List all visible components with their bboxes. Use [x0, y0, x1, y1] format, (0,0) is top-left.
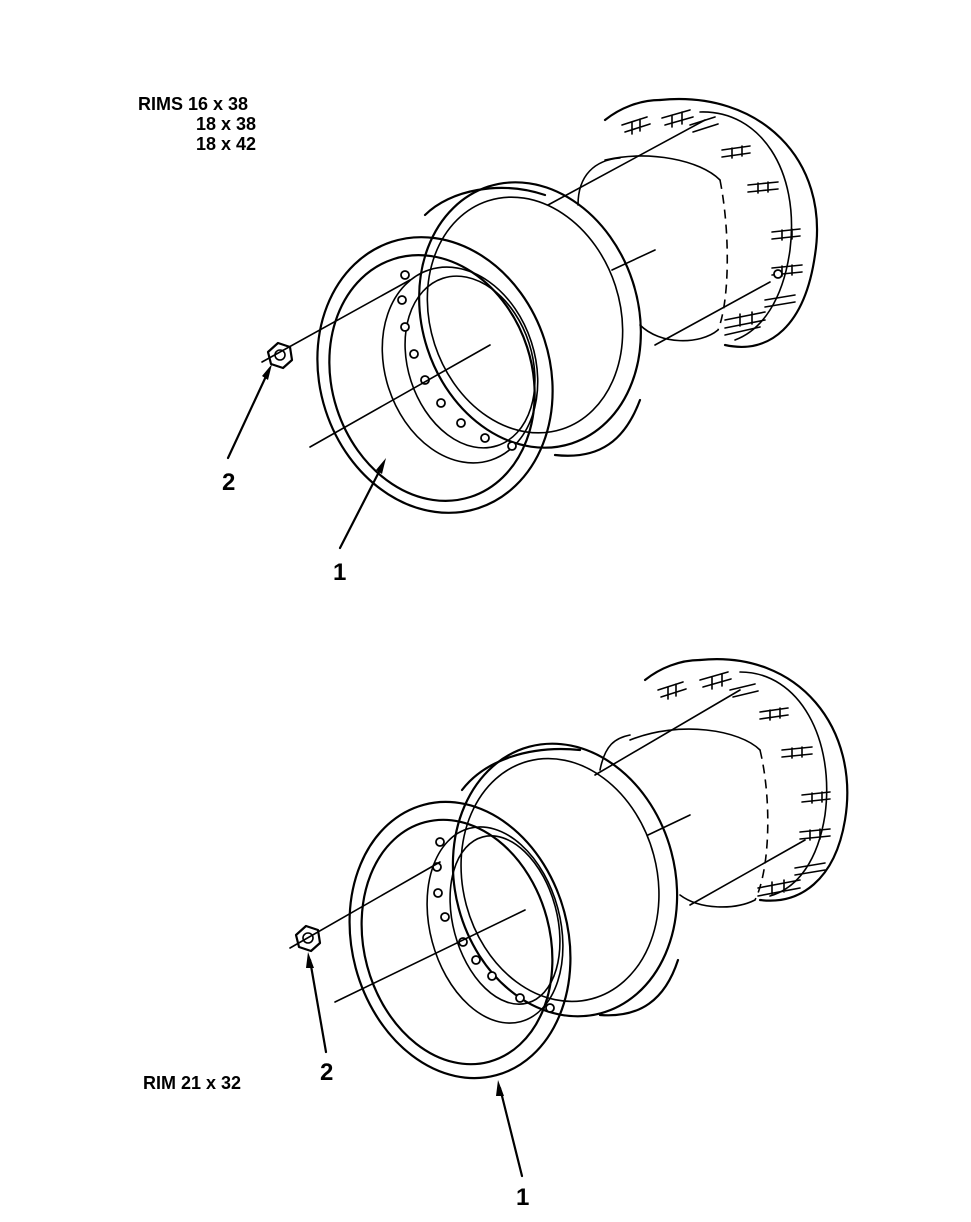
upper-rim-size-3: 18 x 42: [196, 134, 256, 154]
upper-rim: [316, 181, 642, 514]
upper-assembly: RIMS 16 x 38 18 x 38 18 x 42 2 1: [138, 94, 819, 586]
lower-rim: [348, 742, 680, 1080]
upper-callout-2: 2: [222, 469, 235, 496]
lower-callout-1: 1: [516, 1184, 529, 1211]
lower-wheel-hub: [599, 658, 849, 908]
upper-rim-size-1: RIMS 16 x 38: [138, 94, 248, 114]
lower-assembly: RIM 21 x 32 2 1: [143, 658, 849, 1211]
upper-callout-leaders: [226, 364, 386, 550]
lower-center-lines: [289, 689, 806, 1003]
upper-wheel-hub: [577, 97, 819, 348]
upper-center-lines: [261, 119, 771, 448]
upper-rim-size-2: 18 x 38: [196, 114, 256, 134]
lower-rim-size: RIM 21 x 32: [143, 1073, 241, 1093]
lower-callout-leaders: [306, 952, 524, 1178]
upper-callout-1: 1: [333, 559, 346, 586]
lower-wheel-nut: [294, 924, 322, 953]
lower-callout-2: 2: [320, 1059, 333, 1086]
